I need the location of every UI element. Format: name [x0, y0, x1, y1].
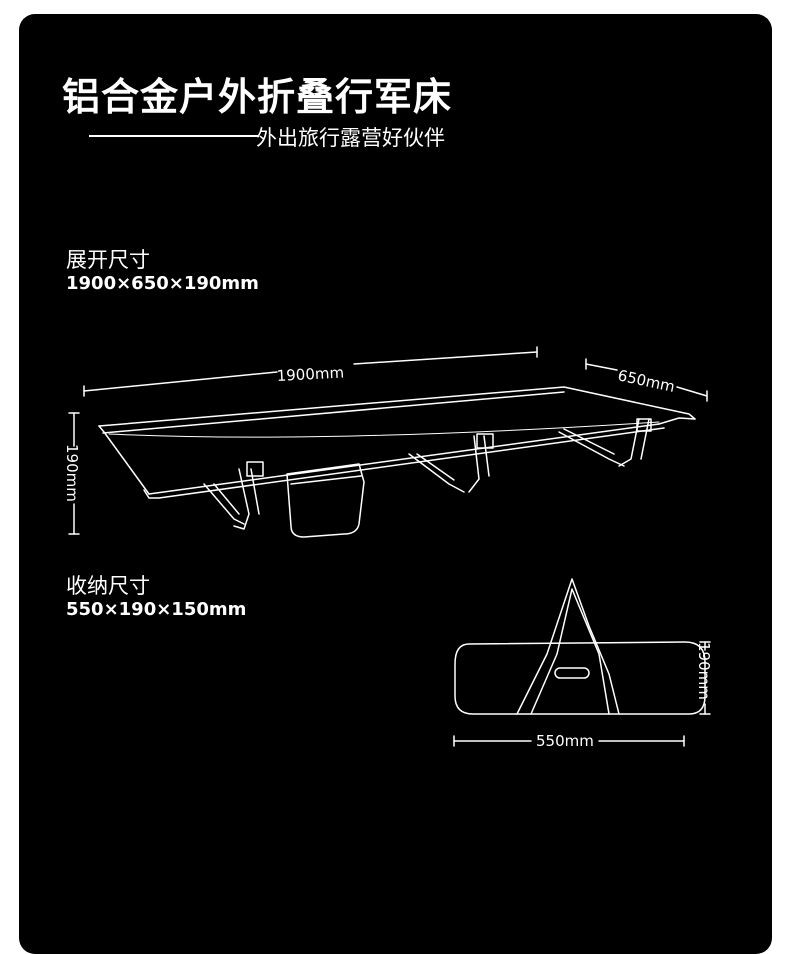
width-dim-line-left [585, 363, 618, 371]
bag-height-dim-text: 190mm [695, 642, 713, 700]
product-panel: 铝合金户外折叠行军床 外出旅行露营好伙伴 展开尺寸 1900×650×190mm… [19, 14, 772, 954]
carry-bag [454, 641, 706, 715]
bag-length-dim-text: 550mm [536, 732, 594, 750]
width-dim-line-right [676, 386, 708, 397]
length-dim-line-right [353, 351, 538, 365]
carry-bag-badge [554, 667, 590, 679]
cot-near-edge [148, 423, 660, 495]
cot-far-edge [98, 386, 696, 427]
packed-size-value: 550×190×150mm [66, 599, 247, 620]
carry-bag-handle [516, 578, 620, 715]
unfolded-size-value: 1900×650×190mm [66, 273, 259, 294]
product-title: 铝合金户外折叠行军床 [62, 75, 453, 119]
product-subtitle: 外出旅行露营好伙伴 [256, 126, 445, 150]
storage-pouch [286, 463, 365, 538]
cot-illustration: 1900mm 650mm 190mm 550mm 190mm [63, 346, 713, 750]
subtitle-divider [89, 135, 259, 137]
length-dim-text: 1900mm [276, 363, 344, 385]
width-dim-text: 650mm [616, 366, 676, 396]
unfolded-size-label: 展开尺寸 [66, 248, 150, 272]
length-dim-line-left [83, 371, 278, 392]
height-dim-text: 190mm [63, 444, 81, 502]
packed-size-label: 收纳尺寸 [66, 574, 150, 598]
